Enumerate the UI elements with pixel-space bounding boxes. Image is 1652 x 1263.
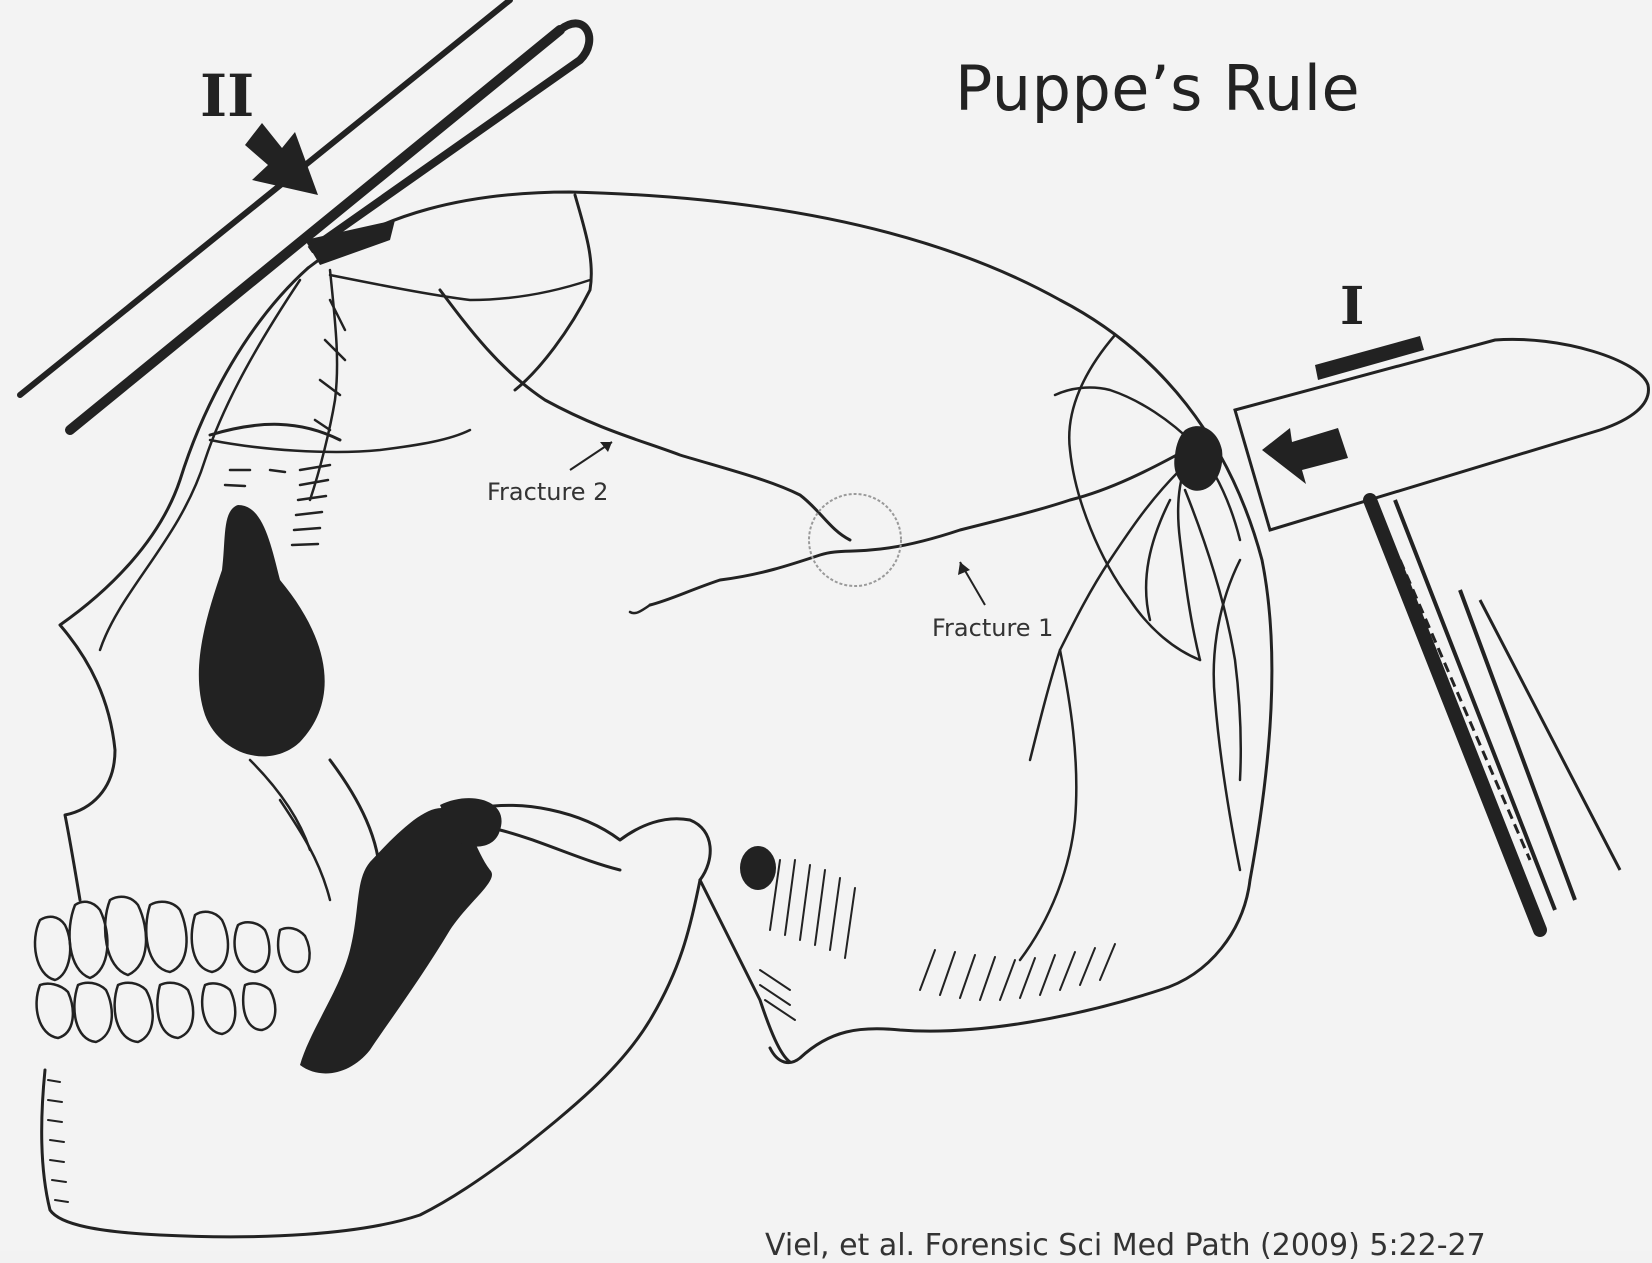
eye-socket	[199, 505, 325, 756]
ear-canal	[740, 846, 776, 890]
citation: Viel, et al. Forensic Sci Med Path (2009…	[765, 1228, 1486, 1263]
intersection-circle	[809, 494, 901, 586]
skull-illustration-icon	[35, 192, 1272, 1237]
impact-label-1: I	[1340, 276, 1364, 337]
teeth	[35, 897, 310, 1042]
impact-arrow-icon-2	[245, 123, 318, 195]
hammer-head	[1235, 339, 1648, 530]
impact-site-1	[1174, 426, 1222, 491]
hammer-icon	[1235, 336, 1648, 930]
fracture-2-label: Fracture 2	[487, 478, 608, 506]
fracture-1-label: Fracture 1	[932, 614, 1053, 642]
zygomatic-dark	[300, 808, 492, 1073]
impact-label-2: II	[200, 62, 254, 130]
lambdoid-suture	[1069, 335, 1200, 660]
slide-title: Puppe’s Rule	[955, 52, 1360, 125]
